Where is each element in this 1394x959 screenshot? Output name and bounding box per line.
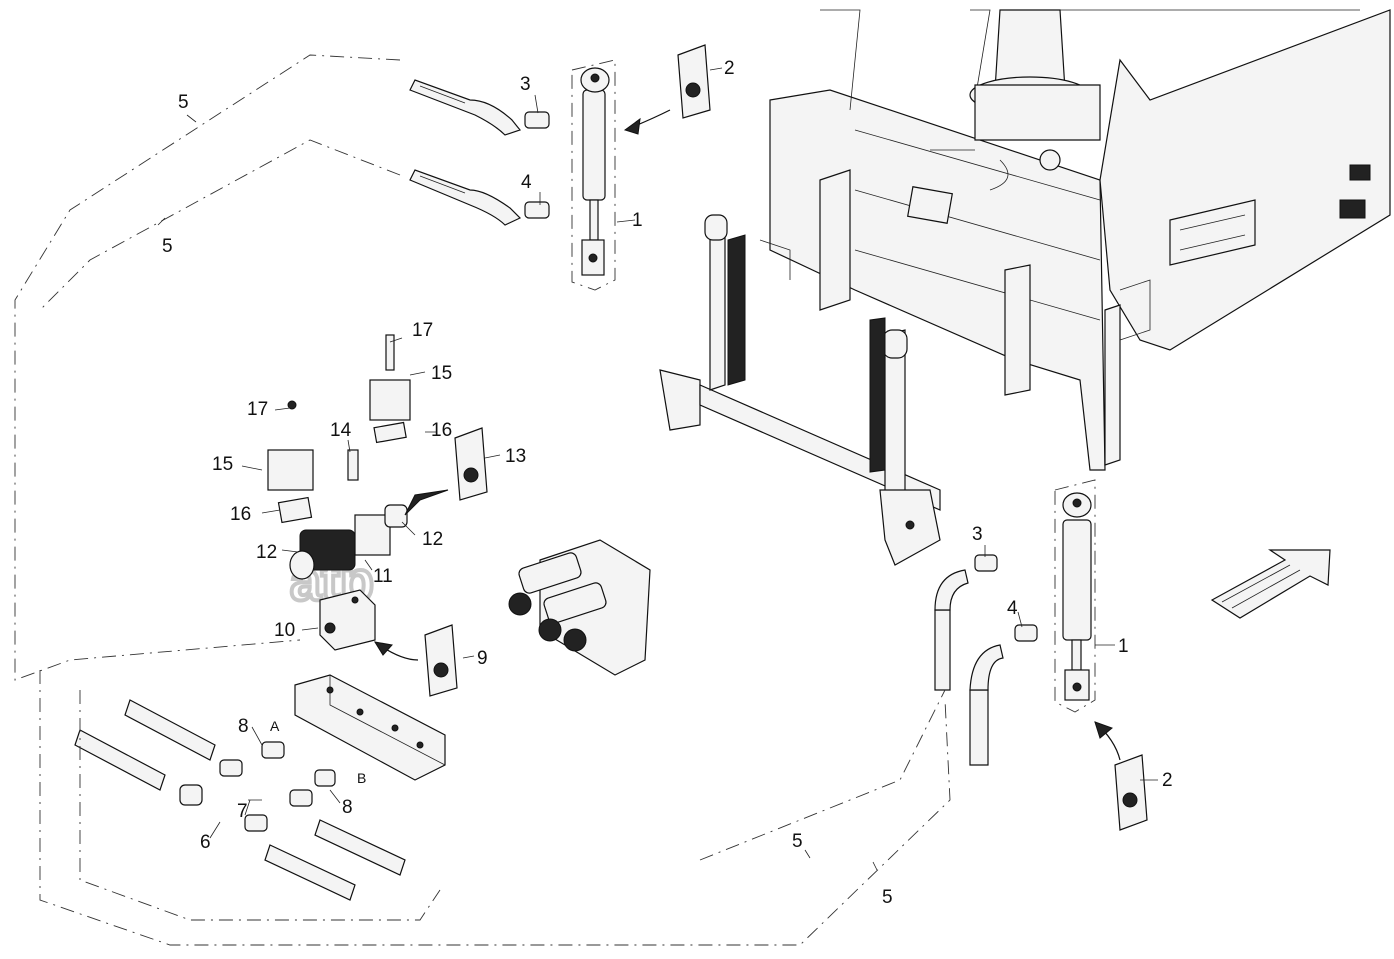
bag-9 [373,624,458,697]
callout-12-left: 12 [256,542,277,563]
callout-3-lower: 3 [972,524,983,545]
callout-5-b: 5 [162,236,173,257]
machine-frame [769,9,1391,471]
callout-2-upper: 2 [724,58,735,79]
port-label-a: A [270,718,280,734]
callout-5-c: 5 [792,831,803,852]
hoses-lower-left [74,699,406,901]
bag-13 [404,427,488,516]
callout-5-a: 5 [178,92,189,113]
hoses-upper [409,79,550,226]
solenoid-valve-assembly [267,334,411,651]
adapter-4-upper [524,201,550,219]
hoses-lower-right [934,554,1038,766]
callout-10: 10 [274,620,295,641]
solenoid-coil-upper [369,379,411,421]
callout-6: 6 [200,832,211,853]
hose-route-lines [14,54,951,946]
callout-16-left: 16 [230,504,251,525]
port-label-b: B [357,770,366,786]
callout-15-left: 15 [212,454,233,475]
manifold-block [294,674,446,781]
callout-13: 13 [505,446,526,467]
callout-11: 11 [373,566,393,587]
direction-arrow-icon [1210,549,1331,619]
callout-9: 9 [477,648,488,669]
callout-17-upper: 17 [412,320,433,341]
callout-5-d: 5 [882,887,893,908]
callout-7: 7 [237,801,248,822]
leader-lines [157,67,1158,871]
callout-16-upper: 16 [431,420,452,441]
adapter-3-upper [524,111,550,129]
lift-cylinder-lower [1054,479,1096,713]
callout-12-right: 12 [422,529,443,550]
callout-2-lower: 2 [1162,770,1173,791]
solenoid-coil-left [267,449,314,491]
port-labels: A B [270,718,366,786]
callout-14: 14 [330,420,352,441]
callout-8-lower: 8 [342,797,353,818]
bag-2-upper [623,44,711,135]
callout-3-upper: 3 [520,74,531,95]
callout-4-upper: 4 [521,172,532,193]
valve-body-10 [319,589,376,651]
valve-bank [508,539,651,676]
callout-15-upper: 15 [431,363,452,384]
callout-17-left: 17 [247,399,268,420]
bag-2-lower [1094,721,1148,831]
callout-4-lower: 4 [1007,598,1018,619]
callout-1-lower: 1 [1118,636,1129,657]
callout-labels: 1 1 2 2 3 3 4 4 5 5 5 5 6 7 8 8 9 10 11 … [162,58,1173,908]
callout-8-upper: 8 [238,716,249,737]
lift-cylinder-upper [571,59,616,291]
hardware-bags [373,44,1148,831]
lift-frame-assembly [659,214,941,566]
callout-1-upper: 1 [632,210,643,231]
watermark: atp TM [288,307,1085,614]
